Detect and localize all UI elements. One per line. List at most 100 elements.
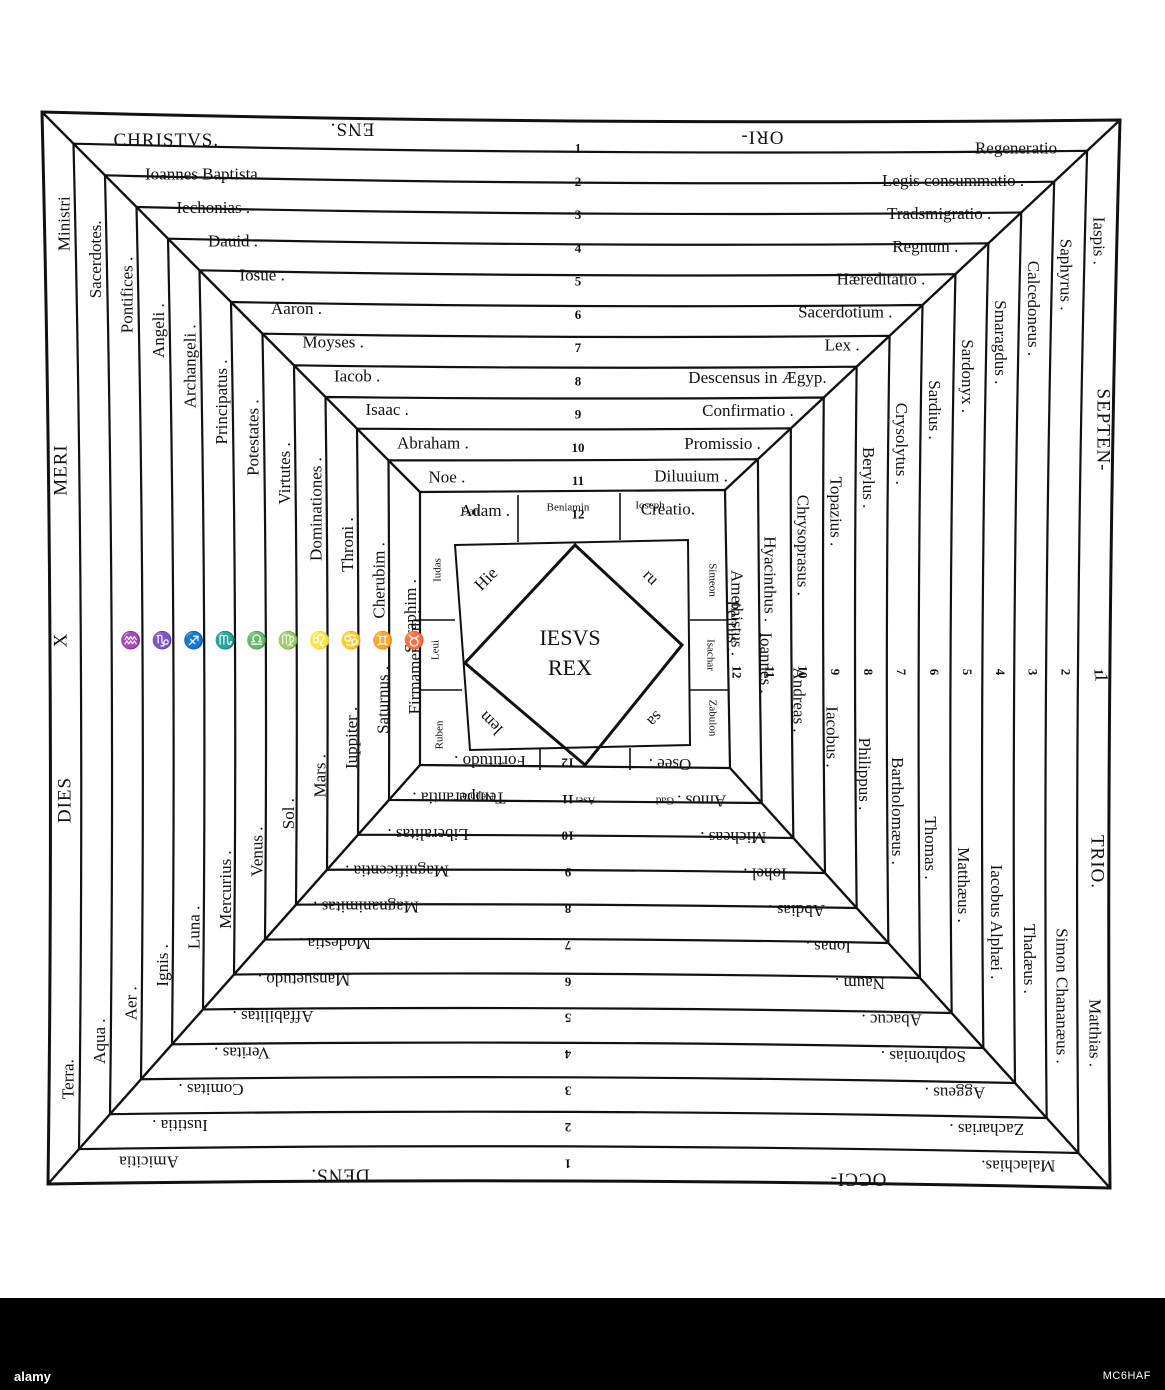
left-col-sign-9: ♌ (309, 630, 330, 650)
right-col-top-2: Saphyrus . (1057, 239, 1076, 311)
dir-1: 1 (1091, 673, 1112, 684)
top-row-left-11: Noe . (429, 467, 466, 486)
left-col-bottom-8: Sol . (279, 798, 298, 829)
bottom-row-right-5: Abacuc . (861, 1011, 921, 1030)
bottom-row-left-11: Temperantia . (412, 788, 505, 807)
bottom-row-num-3: 3 (564, 1084, 571, 1099)
bottom-row-left-2: Iustitia . (152, 1116, 208, 1135)
tribe-leui: Leui (430, 640, 442, 660)
top-row-num-1: 1 (575, 141, 582, 156)
bottom-row-left-4: Veritas . (214, 1043, 270, 1062)
right-col-num-10: 10 (795, 666, 810, 679)
right-col-bottom-7: Bartholomæus . (888, 757, 907, 865)
bottom-row-num-2: 2 (565, 1120, 572, 1135)
right-col-bottom-2: Simon Chananæus . (1053, 928, 1072, 1064)
top-row-num-6: 6 (575, 307, 582, 322)
right-col-top-7: Crysolytus . (892, 403, 911, 485)
top-row-num-3: 3 (575, 207, 582, 222)
dir-x: X (50, 633, 71, 648)
tribe-beniamin: Beniamin (547, 502, 590, 514)
tribe-aser: Aser (574, 794, 595, 806)
watermark-footer: alamy MC6HAF (0, 1298, 1165, 1390)
center-iesvs: IESVS (539, 625, 600, 650)
bottom-row-left-9: Magnificentia . (345, 861, 449, 880)
bottom-row-left-12: Fortitudo . (454, 752, 526, 771)
bottom-row-num-8: 8 (564, 901, 571, 916)
dir-dies: DIES (54, 777, 75, 823)
top-row-right-7: Lex . (825, 335, 860, 354)
bottom-row-right-8: Abdias . (768, 901, 825, 920)
right-col-bottom-3: Thadæus . (1020, 924, 1039, 994)
top-row-right-1: Regeneratio (975, 138, 1057, 157)
bottom-row-right-11: Amos . (677, 792, 726, 811)
top-row-left-2: Ioannes Baptista . (145, 164, 266, 183)
right-col-top-11: Hyacinthus . (760, 536, 779, 622)
right-col-bottom-1: Matthias . (1086, 999, 1105, 1067)
top-row-right-4: Regnum . (892, 237, 958, 256)
top-row-left-8: Iacob . (334, 366, 380, 385)
left-col-bottom-11: Saturnus . (374, 666, 393, 734)
bottom-row-right-2: Zacharias . (949, 1120, 1024, 1139)
bottom-row-num-4: 4 (564, 1047, 571, 1062)
diagonal-tl (41, 111, 421, 493)
right-col-bottom-4: Iacobus Alphæi . (987, 865, 1006, 980)
tribe-nephtali: Nephtali (456, 790, 494, 802)
top-row-num-12: 12 (572, 506, 585, 521)
left-col-top-10: Throni . (338, 517, 357, 572)
left-col-bottom-5: Luna . (185, 906, 204, 949)
bottom-row-num-5: 5 (564, 1011, 571, 1026)
bottom-row-left-7: Modestia . (299, 934, 371, 953)
frame-bottom-dens: DENS. (310, 1165, 369, 1186)
tribe-inner-border (453, 538, 692, 752)
right-col-num-6: 6 (927, 669, 942, 676)
bottom-row-left-10: Liberalitas . (387, 825, 468, 844)
left-col-sign-10: ♋ (341, 630, 362, 650)
bottom-row-num-6: 6 (564, 974, 571, 989)
dir-trio: TRIO. (1087, 835, 1108, 889)
right-col-top-12: Amethistus . (728, 570, 747, 656)
bottom-row-right-1: Malachias. (981, 1157, 1055, 1176)
tribe-ioseph: Ioseph (635, 500, 665, 512)
dir-meri: MERI (50, 444, 71, 496)
left-col-top-12: Seraphim . (401, 579, 420, 653)
right-col-top-9: Topazius . (826, 477, 845, 547)
top-row-left-10: Abraham . (397, 434, 469, 453)
bottom-row-right-7: Ionas . (806, 938, 851, 957)
right-col-num-12: 12 (729, 666, 744, 679)
bottom-row-num-10: 10 (562, 828, 575, 843)
top-row-right-12: Creatio. (641, 499, 695, 518)
frame-bottom-occi: OCCI- (830, 1169, 887, 1190)
right-col-top-6: Sardius . (925, 380, 944, 440)
top-row-right-11: Diluuium . (654, 467, 728, 486)
diagonal-br (729, 767, 1111, 1189)
right-col-top-8: Berylus . (859, 447, 878, 508)
dir-septen: SEPTEN- (1093, 389, 1114, 472)
left-col-top-6: Principatus . (212, 360, 231, 445)
right-col-bottom-8: Philippus . (855, 738, 874, 811)
center-diamond (462, 542, 685, 768)
tribe-isachar: Isachar (704, 639, 716, 671)
top-row-num-9: 9 (575, 407, 582, 422)
bottom-row-num-11: 11 (562, 792, 574, 807)
right-col-num-3: 3 (1026, 669, 1041, 676)
footer-logo: alamy (14, 1369, 51, 1384)
frame-top-ens: ENS. (330, 119, 375, 140)
bottom-row-num-1: 1 (565, 1157, 572, 1172)
top-row-num-8: 8 (575, 373, 582, 388)
top-row-left-1: CHRISTVS. (114, 130, 220, 151)
top-row-right-2: Legis consummatio . (882, 171, 1024, 190)
right-col-bottom-5: Matthæus . (954, 847, 973, 923)
top-row-left-12: Adam . (460, 501, 510, 520)
tribe-simeon: Simeon (706, 563, 718, 597)
left-col-bottom-6: Mercurius . (216, 850, 235, 928)
diagonal-tr (724, 119, 1121, 491)
top-row-num-11: 11 (572, 473, 584, 488)
frame-top-ori: ORI- (740, 127, 783, 148)
left-col-top-4: Angeli . (149, 303, 168, 358)
left-col-bottom-9: Mars . (311, 754, 330, 797)
top-row-num-7: 7 (575, 340, 582, 355)
right-col-top-4: Smaragdus . (991, 300, 1010, 384)
top-row-left-3: Iechonias . (177, 198, 251, 217)
left-col-top-7: Potestates . (244, 399, 263, 476)
